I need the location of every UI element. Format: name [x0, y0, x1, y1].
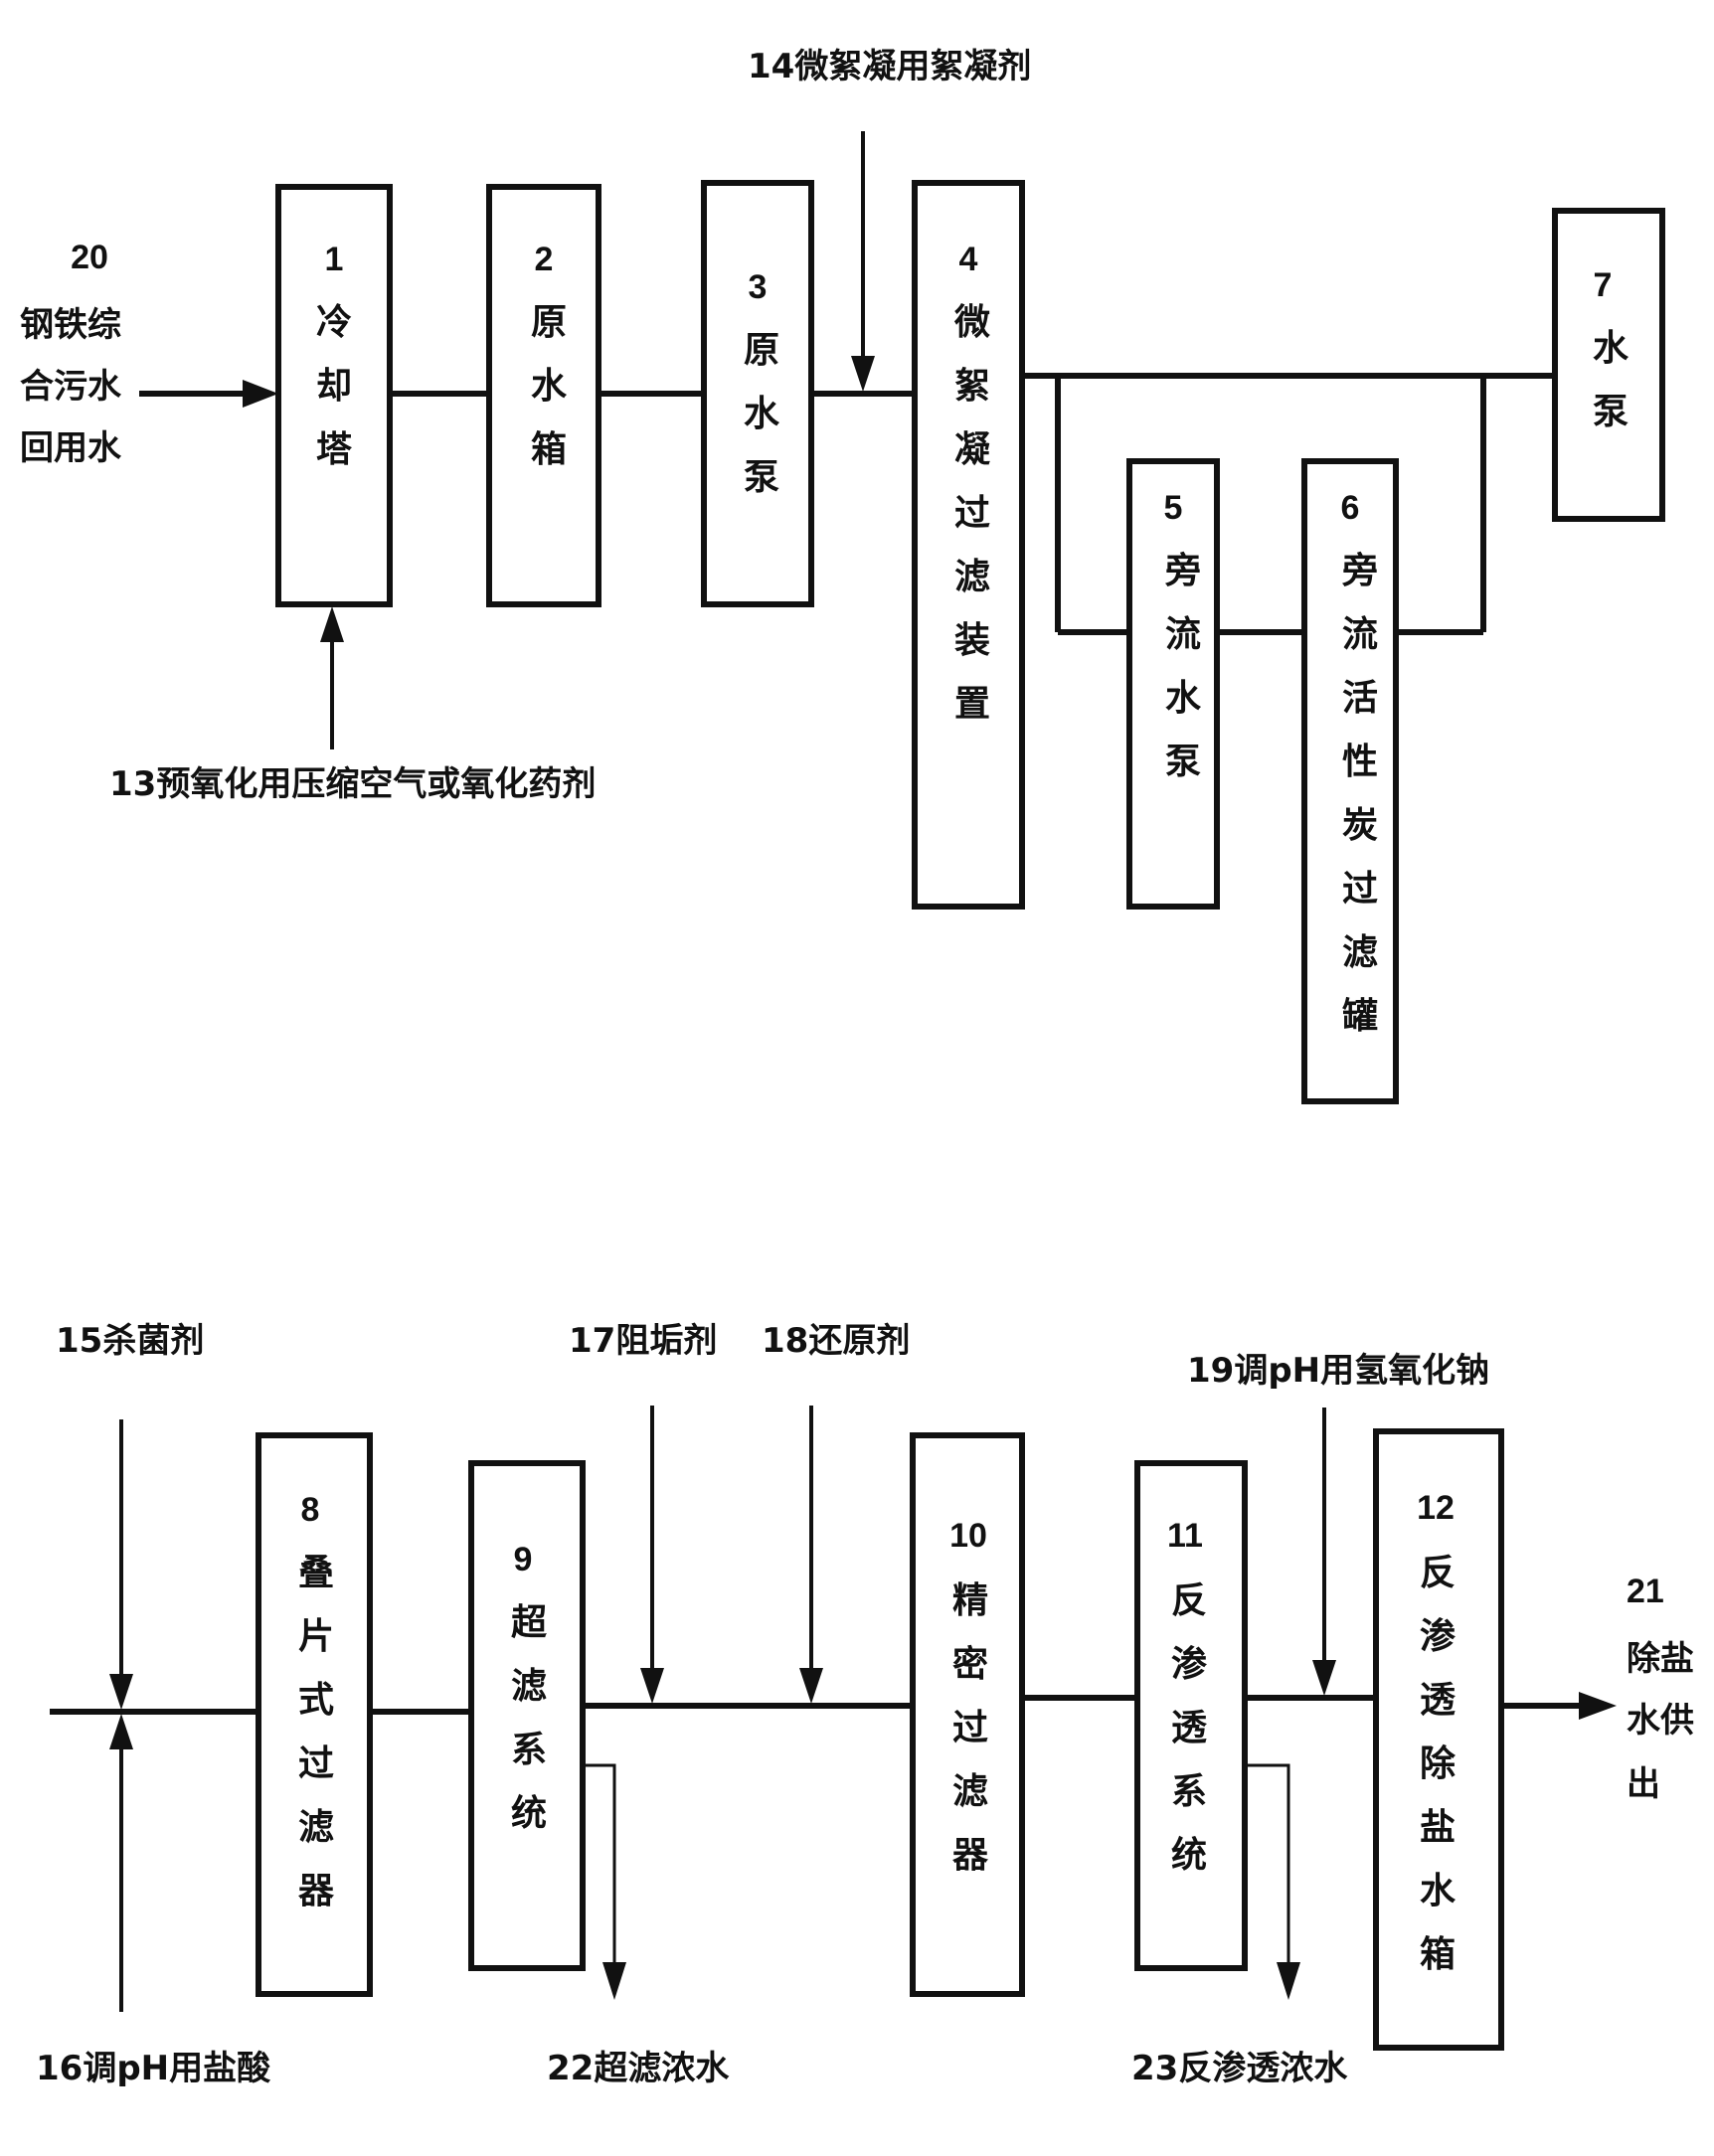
stream-16-label: 16调pH用盐酸 [36, 2049, 271, 2088]
dose-arrow-18 [799, 1668, 823, 1704]
unit-8-disc-filter [256, 1432, 373, 1997]
stream-20-line-2: 合污水 [20, 367, 122, 407]
concentrate-arrow-23 [1277, 1962, 1300, 2000]
stream-21-line-2: 水供 [1627, 1701, 1694, 1741]
unit-4-micro-flocculation-filter [912, 180, 1025, 910]
unit-4-label: 微絮凝过滤装置 [953, 302, 990, 725]
unit-12-number: 12 [1417, 1489, 1455, 1527]
unit-9-number: 9 [514, 1541, 533, 1578]
outlet-arrow-21 [1579, 1692, 1617, 1720]
stream-20-line-3: 回用水 [20, 428, 122, 468]
unit-4-number: 4 [959, 241, 978, 278]
unit-12-ro-desalted-water-tank [1373, 1428, 1504, 2051]
stream-23-label: 23反渗透浓水 [1131, 2049, 1348, 2088]
dose-arrow-14 [851, 356, 875, 392]
dose-arrow-17 [640, 1668, 664, 1704]
dose-arrow-19 [1312, 1660, 1336, 1696]
concentrate-line-23 [1245, 1763, 1290, 1962]
unit-2-raw-water-tank [486, 184, 601, 607]
unit-6-side-stream-carbon-filter [1301, 458, 1399, 1104]
unit-3-number: 3 [749, 268, 768, 306]
stream-22-label: 22超滤浓水 [547, 2049, 730, 2088]
unit-1-number: 1 [325, 241, 344, 278]
unit-12-label: 反渗透除盐水箱 [1420, 1553, 1457, 1975]
unit-11-number: 11 [1167, 1517, 1203, 1555]
unit-6-number: 6 [1341, 489, 1360, 527]
concentrate-line-22 [583, 1763, 616, 1962]
unit-7-label: 水泵 [1593, 328, 1629, 432]
stream-20-number: 20 [71, 239, 108, 276]
unit-1-label: 冷却塔 [316, 302, 353, 470]
unit-5-label: 旁流水泵 [1164, 551, 1202, 782]
stream-18-label: 18还原剂 [762, 1321, 910, 1361]
unit-10-number: 10 [949, 1517, 987, 1555]
unit-11-label: 反渗透系统 [1171, 1580, 1208, 1876]
unit-6-label: 旁流活性炭过滤罐 [1341, 551, 1378, 1037]
dose-arrow-15 [109, 1674, 133, 1710]
stream-14-label: 14微絮凝用絮凝剂 [748, 47, 1031, 86]
stream-21-line-1: 除盐 [1627, 1639, 1694, 1679]
unit-8-label: 叠片式过滤器 [298, 1553, 335, 1911]
unit-10-label: 精密过滤器 [952, 1580, 989, 1876]
unit-10-precision-filter [910, 1432, 1025, 1997]
unit-5-number: 5 [1164, 489, 1183, 527]
stream-20-line-1: 钢铁综 [20, 305, 121, 345]
unit-2-number: 2 [535, 241, 554, 278]
stream-13-label: 13预氧化用压缩空气或氧化药剂 [109, 764, 596, 804]
unit-9-ultrafiltration [468, 1460, 586, 1971]
unit-7-water-pump [1552, 208, 1665, 522]
unit-9-label: 超滤系统 [511, 1602, 548, 1834]
unit-3-raw-water-pump [701, 180, 814, 607]
dose-arrow-16 [109, 1714, 133, 1749]
stream-17-label: 17阻垢剂 [569, 1321, 717, 1361]
stream-15-label: 15杀菌剂 [56, 1321, 204, 1361]
stream-21-line-3: 出 [1627, 1764, 1660, 1804]
stream-19-label: 19调pH用氢氧化钠 [1187, 1351, 1489, 1391]
unit-7-number: 7 [1594, 266, 1613, 304]
inlet-arrow-20 [243, 380, 278, 408]
unit-1-cooling-tower [275, 184, 393, 607]
unit-11-reverse-osmosis [1134, 1460, 1248, 1971]
dose-arrow-13 [320, 606, 344, 642]
unit-5-side-stream-pump [1126, 458, 1220, 910]
unit-3-label: 原水泵 [744, 330, 780, 498]
unit-8-number: 8 [301, 1491, 320, 1529]
concentrate-arrow-22 [602, 1962, 626, 2000]
unit-2-label: 原水箱 [531, 302, 568, 470]
stream-21-number: 21 [1627, 1573, 1664, 1610]
